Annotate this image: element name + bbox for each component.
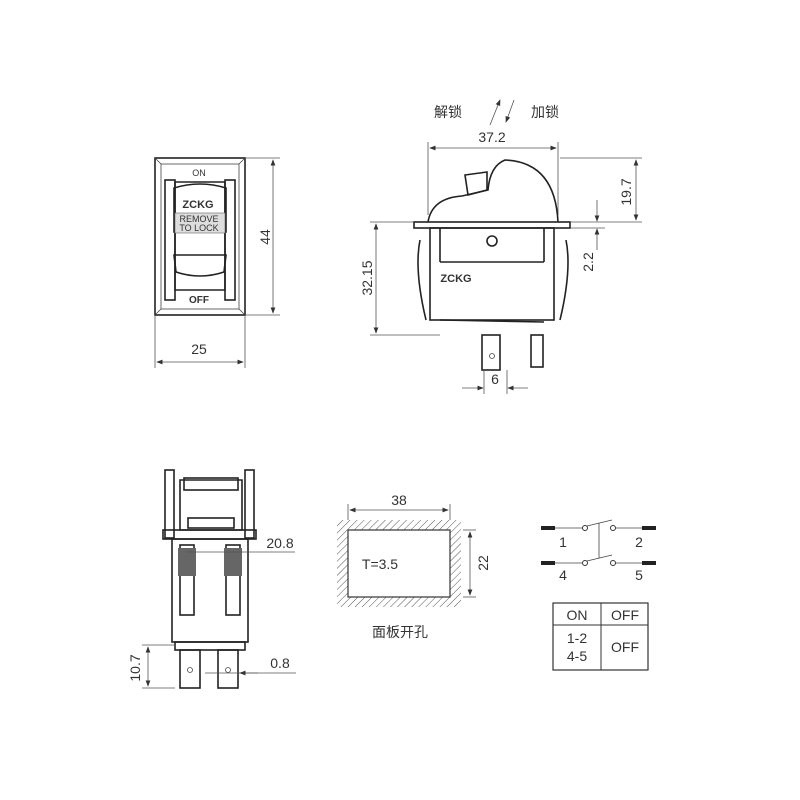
- state-table: ON OFF 1-2 4-5 OFF: [552, 602, 649, 671]
- remove-text: REMOVE: [179, 214, 218, 224]
- dim-rocker-19-7: 19.7: [618, 178, 634, 205]
- thickness-label: T=3.5: [362, 556, 398, 572]
- dim-pitch-6: 6: [491, 371, 499, 387]
- pin-4: 4: [559, 567, 567, 583]
- dim-width-37-2: 37.2: [478, 129, 505, 145]
- cutout-caption: 面板开孔: [372, 624, 428, 640]
- pin-5: 5: [635, 567, 643, 583]
- side-brand-logo: ZCKG: [440, 273, 471, 285]
- dim-width-25: 25: [191, 341, 207, 357]
- dim-terminal-10-7: 10.7: [127, 654, 143, 681]
- off-label: OFF: [189, 295, 209, 306]
- dim-height-44: 44: [257, 229, 273, 245]
- dim-cutout-22: 22: [475, 555, 491, 571]
- on-value-1-2: 1-2: [567, 630, 587, 646]
- unlock-arrow: [489, 99, 501, 126]
- dim-thickness-0-8: 0.8: [270, 655, 290, 671]
- unlock-label: 解锁: [434, 104, 462, 120]
- panel-cutout: 38 22 T=3.5 面板开孔: [337, 492, 491, 640]
- front-outer-frame: [154, 157, 246, 316]
- dim-cutout-38: 38: [391, 492, 407, 508]
- lock-arrow: [505, 99, 515, 123]
- dim-panel-2-2: 2.2: [580, 252, 596, 272]
- lock-label: 加锁: [531, 104, 559, 120]
- side-view: 解锁 加锁 37.2 ZCKG 19.7 2.2 32.15 6: [359, 99, 642, 394]
- on-label: ON: [192, 168, 206, 178]
- off-value: OFF: [611, 639, 639, 655]
- to-lock-text: TO LOCK: [179, 223, 218, 233]
- bottom-view: 20.8 10.7 0.8: [127, 469, 296, 689]
- dim-depth-32-15: 32.15: [359, 260, 375, 295]
- circuit-diagram: 1 2 4 5: [541, 519, 656, 583]
- header-on: ON: [567, 607, 588, 623]
- brand-logo: ZCKG: [182, 199, 213, 211]
- front-view: ON ZCKG REMOVE TO LOCK OFF 44 25: [154, 157, 280, 368]
- on-value-4-5: 4-5: [567, 648, 587, 664]
- dim-width-20-8: 20.8: [266, 535, 293, 551]
- pin-1: 1: [559, 534, 567, 550]
- header-off: OFF: [611, 607, 639, 623]
- pin-2: 2: [635, 534, 643, 550]
